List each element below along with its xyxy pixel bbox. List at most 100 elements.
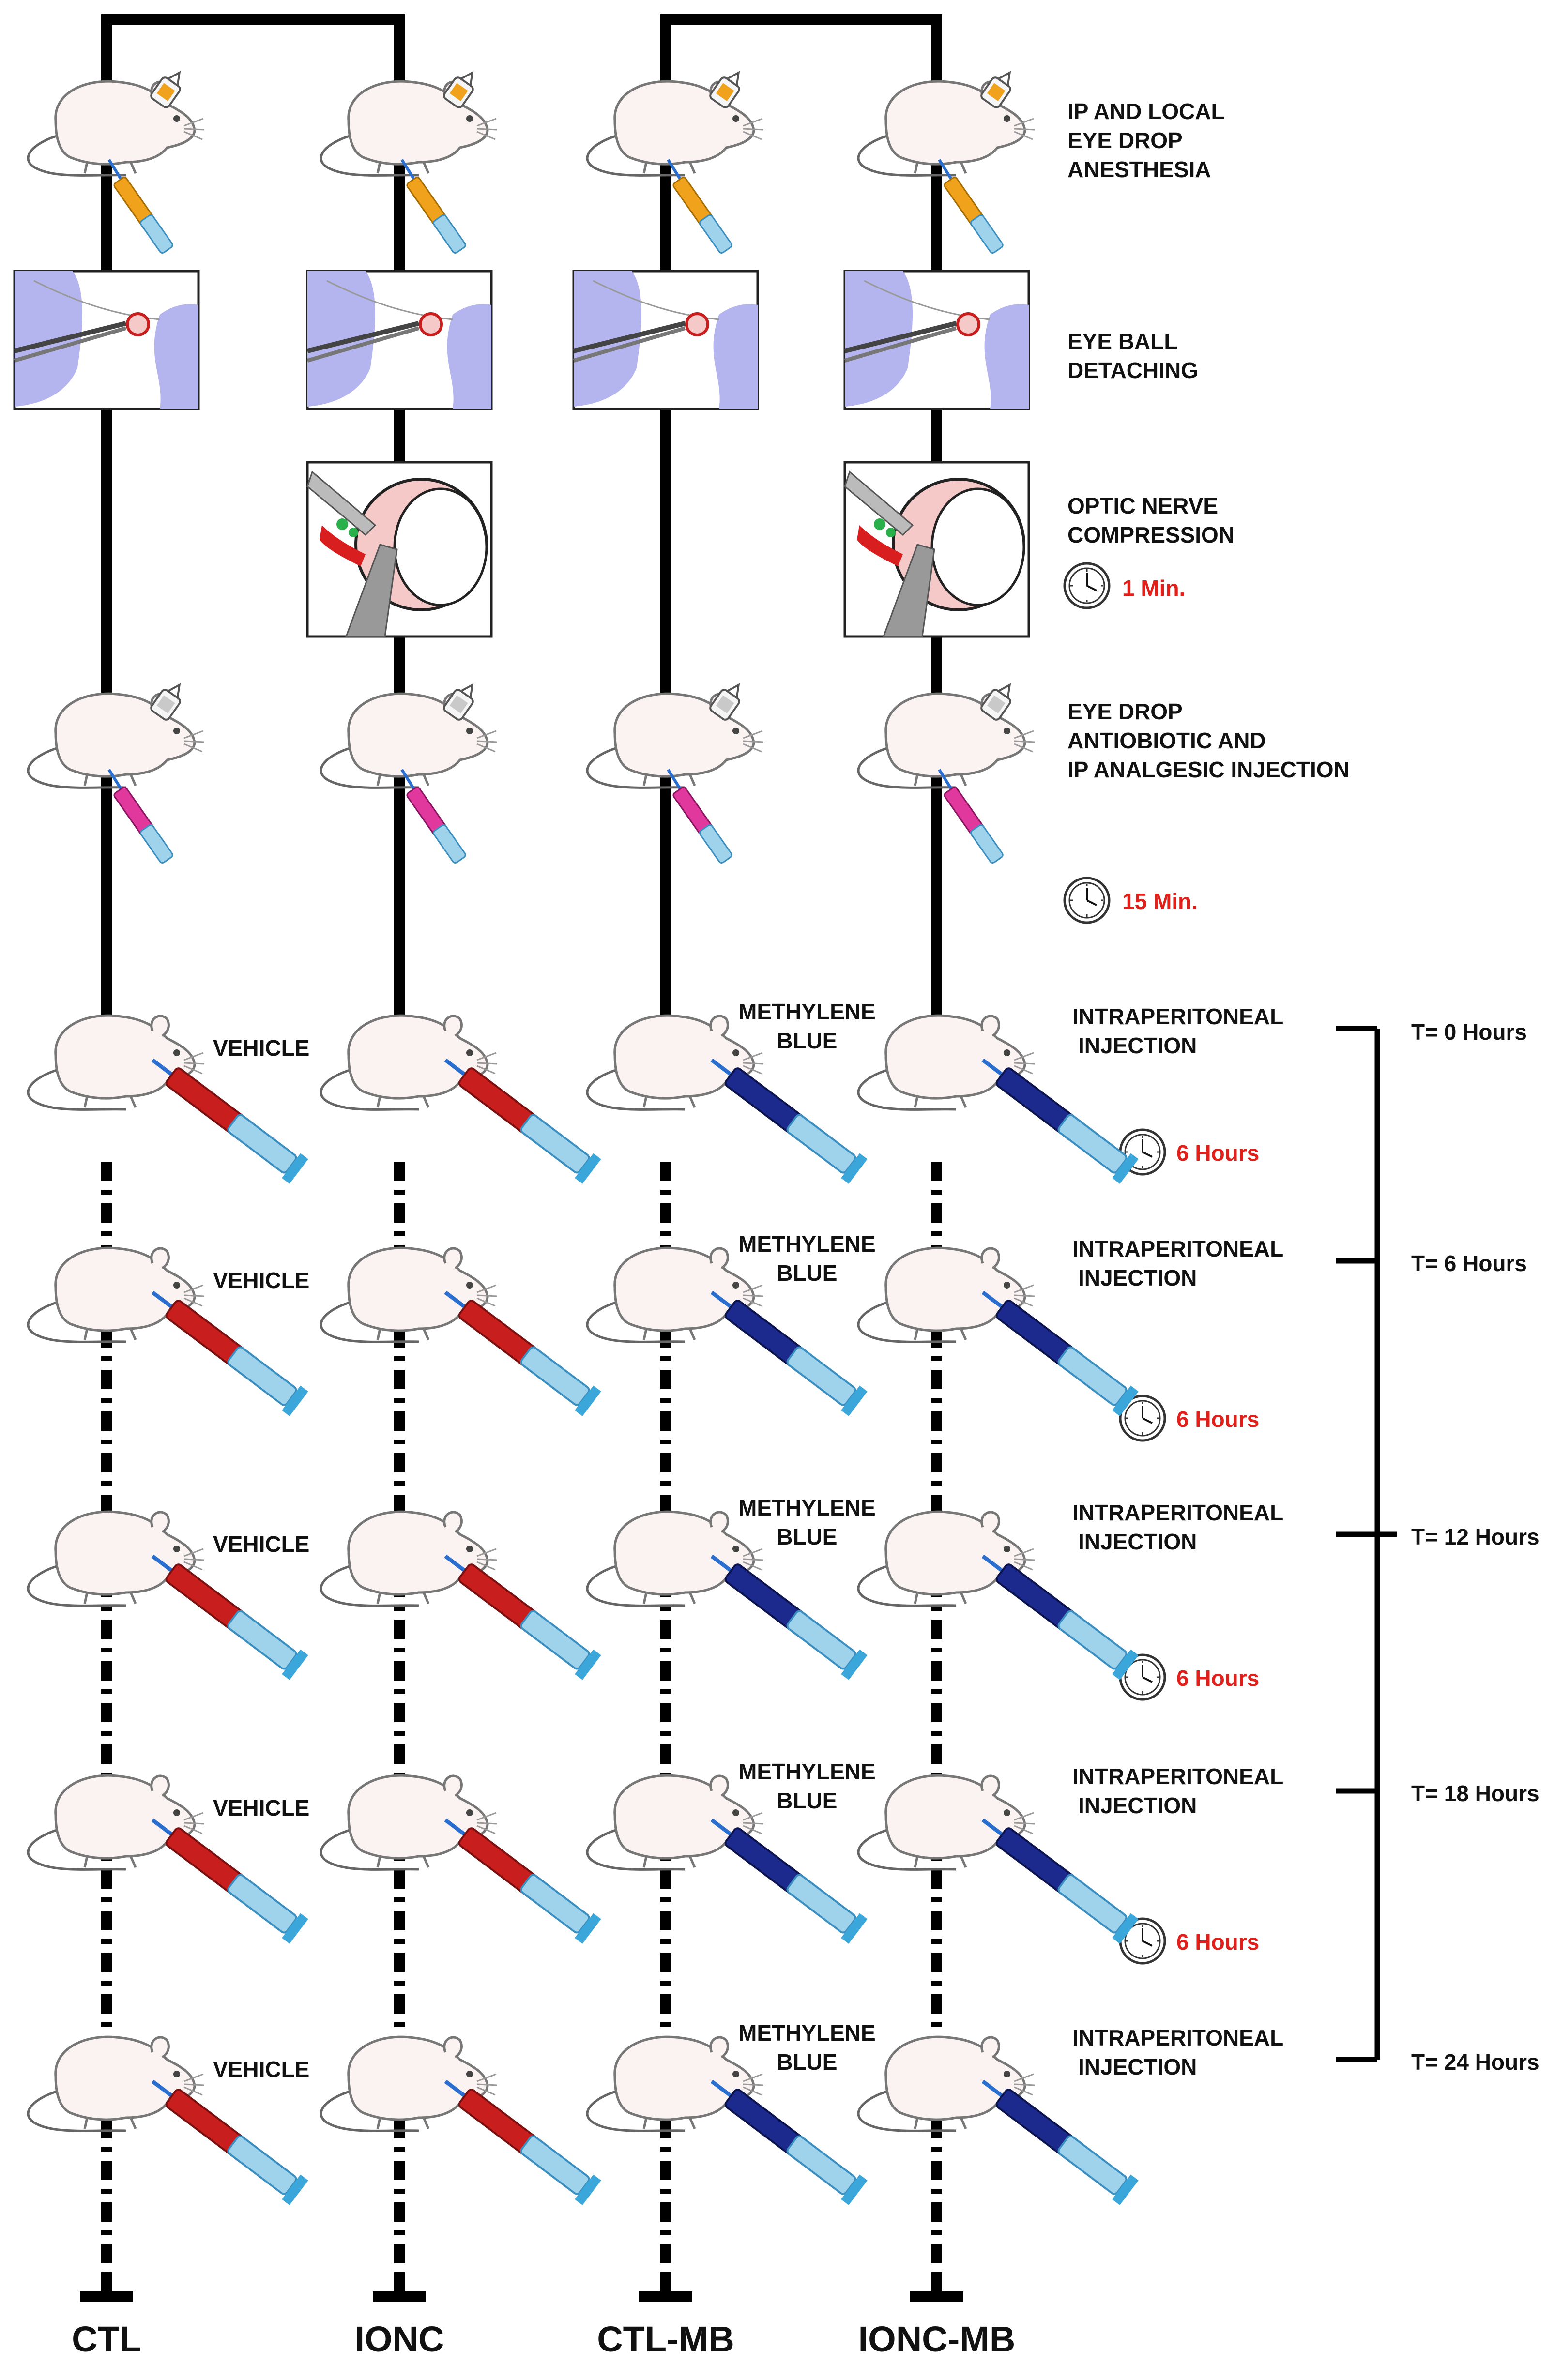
mouse-icon-injection-r3-c0 — [28, 1775, 204, 1869]
wait-interval-time-1: 6 Hours — [1176, 1140, 1260, 1166]
syringe-icon-injection-r1-c1 — [445, 1292, 601, 1416]
vehicle-label-row-1: VEHICLE — [213, 1268, 310, 1293]
wait-interval-time-4: 6 Hours — [1176, 1929, 1260, 1955]
vehicle-label-row-3: VEHICLE — [213, 1795, 310, 1820]
vehicle-label-row-0: VEHICLE — [213, 1035, 310, 1061]
mouse-icon-injection-r2-c1 — [321, 1512, 497, 1606]
mouse-icon-injection-r1-c2 — [587, 1248, 763, 1342]
mouse-icon-injection-r1-c0 — [28, 1248, 204, 1342]
clock-icon-0 — [1065, 563, 1109, 608]
mouse-icon-injection-r2-c0 — [28, 1512, 204, 1606]
syringe-icon-analgesic-1 — [402, 770, 467, 864]
syringe-icon-injection-r1-c3 — [983, 1292, 1139, 1416]
mouse-icon-antibiotic-0 — [28, 694, 204, 788]
group-bracket-ctl-ionc — [101, 14, 405, 56]
mouse-icon-injection-r3-c2 — [587, 1775, 763, 1869]
vehicle-label-row-4: VEHICLE — [213, 2057, 310, 2082]
mouse-icon-injection-r4-c0 — [28, 2037, 204, 2131]
syringe-icon-injection-r3-c3 — [983, 1820, 1139, 1944]
syringe-icon-anesthesia-3 — [939, 160, 1004, 254]
group-label-ctl: CTL — [72, 2319, 141, 2359]
group-label-ctl-mb: CTL-MB — [597, 2319, 734, 2359]
syringe-icon-injection-r4-c1 — [445, 2081, 601, 2205]
timepoint-bracket — [1336, 1026, 1397, 2062]
syringe-icon-injection-r4-c3 — [983, 2081, 1139, 2205]
eyeball-detaching-illustration-1 — [307, 271, 491, 409]
wait-recovery-time: 15 Min. — [1122, 889, 1198, 914]
mouse-icon-injection-r2-c3 — [858, 1512, 1035, 1606]
eyeball-detaching-illustration-3 — [845, 271, 1029, 409]
group-timelines — [80, 56, 963, 2302]
syringe-icon-injection-r2-c1 — [445, 1556, 601, 1680]
wait-interval-time-2: 6 Hours — [1176, 1407, 1260, 1432]
mouse-icon-antibiotic-3 — [858, 694, 1035, 788]
mouse-icon-antibiotic-1 — [321, 694, 497, 788]
timepoint-18h: T= 18 Hours — [1411, 1781, 1540, 1806]
wait-interval-time-3: 6 Hours — [1176, 1666, 1260, 1691]
group-label-ionc-mb: IONC-MB — [858, 2319, 1016, 2359]
mouse-icon-anesthesia-3 — [858, 81, 1035, 175]
syringe-icon-analgesic-3 — [939, 770, 1004, 864]
syringe-icon-anesthesia-2 — [668, 160, 733, 254]
syringe-icon-injection-r0-c1 — [445, 1060, 601, 1184]
mouse-icon-injection-r0-c2 — [587, 1016, 763, 1109]
syringe-icon-injection-r1-c2 — [712, 1292, 868, 1416]
syringe-icon-injection-r3-c0 — [152, 1820, 308, 1944]
syringe-icon-analgesic-0 — [109, 770, 174, 864]
mouse-icon-injection-r0-c0 — [28, 1016, 204, 1109]
mouse-icon-injection-r4-c2 — [587, 2037, 763, 2131]
syringe-icon-analgesic-2 — [668, 770, 733, 864]
timepoint-24h: T= 24 Hours — [1411, 2049, 1540, 2075]
syringe-icon-injection-r2-c0 — [152, 1556, 308, 1680]
mouse-icon-antibiotic-2 — [587, 694, 763, 788]
mouse-icon-injection-r0-c1 — [321, 1016, 497, 1109]
syringe-icon-injection-r0-c2 — [712, 1060, 868, 1184]
syringe-icon-injection-r1-c0 — [152, 1292, 308, 1416]
group-bracket-ctlmb-ioncmb — [660, 14, 942, 56]
timepoint-0h: T= 0 Hours — [1411, 1019, 1527, 1045]
mouse-icon-injection-r4-c3 — [858, 2037, 1035, 2131]
syringe-icon-injection-r2-c2 — [712, 1556, 868, 1680]
mouse-icon-anesthesia-2 — [587, 81, 763, 175]
mouse-icon-injection-r3-c3 — [858, 1775, 1035, 1869]
mouse-icon-anesthesia-0 — [28, 81, 204, 175]
wait-compression-time: 1 Min. — [1122, 576, 1186, 601]
mouse-icon-injection-r2-c2 — [587, 1512, 763, 1606]
syringe-icon-injection-r4-c2 — [712, 2081, 868, 2205]
mouse-icon-anesthesia-1 — [321, 81, 497, 175]
syringe-icon-injection-r4-c0 — [152, 2081, 308, 2205]
mouse-icon-injection-r3-c1 — [321, 1775, 497, 1869]
optic-nerve-compression-illustration-3 — [845, 462, 1029, 637]
syringe-icon-injection-r2-c3 — [983, 1556, 1139, 1680]
syringe-icon-injection-r3-c1 — [445, 1820, 601, 1944]
syringe-icon-anesthesia-1 — [402, 160, 467, 254]
timepoint-6h: T= 6 Hours — [1411, 1251, 1527, 1276]
optic-nerve-compression-illustration-1 — [307, 462, 491, 637]
eyeball-detaching-illustration-0 — [15, 271, 198, 409]
vehicle-label-row-2: VEHICLE — [213, 1531, 310, 1557]
syringe-icon-injection-r0-c0 — [152, 1060, 308, 1184]
clock-icon-1 — [1065, 878, 1109, 923]
group-label-ionc: IONC — [354, 2319, 444, 2359]
mouse-icon-injection-r1-c1 — [321, 1248, 497, 1342]
syringe-icon-anesthesia-0 — [109, 160, 174, 254]
mouse-icon-injection-r1-c3 — [858, 1248, 1035, 1342]
mouse-icon-injection-r4-c1 — [321, 2037, 497, 2131]
timepoint-12h: T= 12 Hours — [1411, 1524, 1540, 1549]
eyeball-detaching-illustration-2 — [574, 271, 758, 409]
